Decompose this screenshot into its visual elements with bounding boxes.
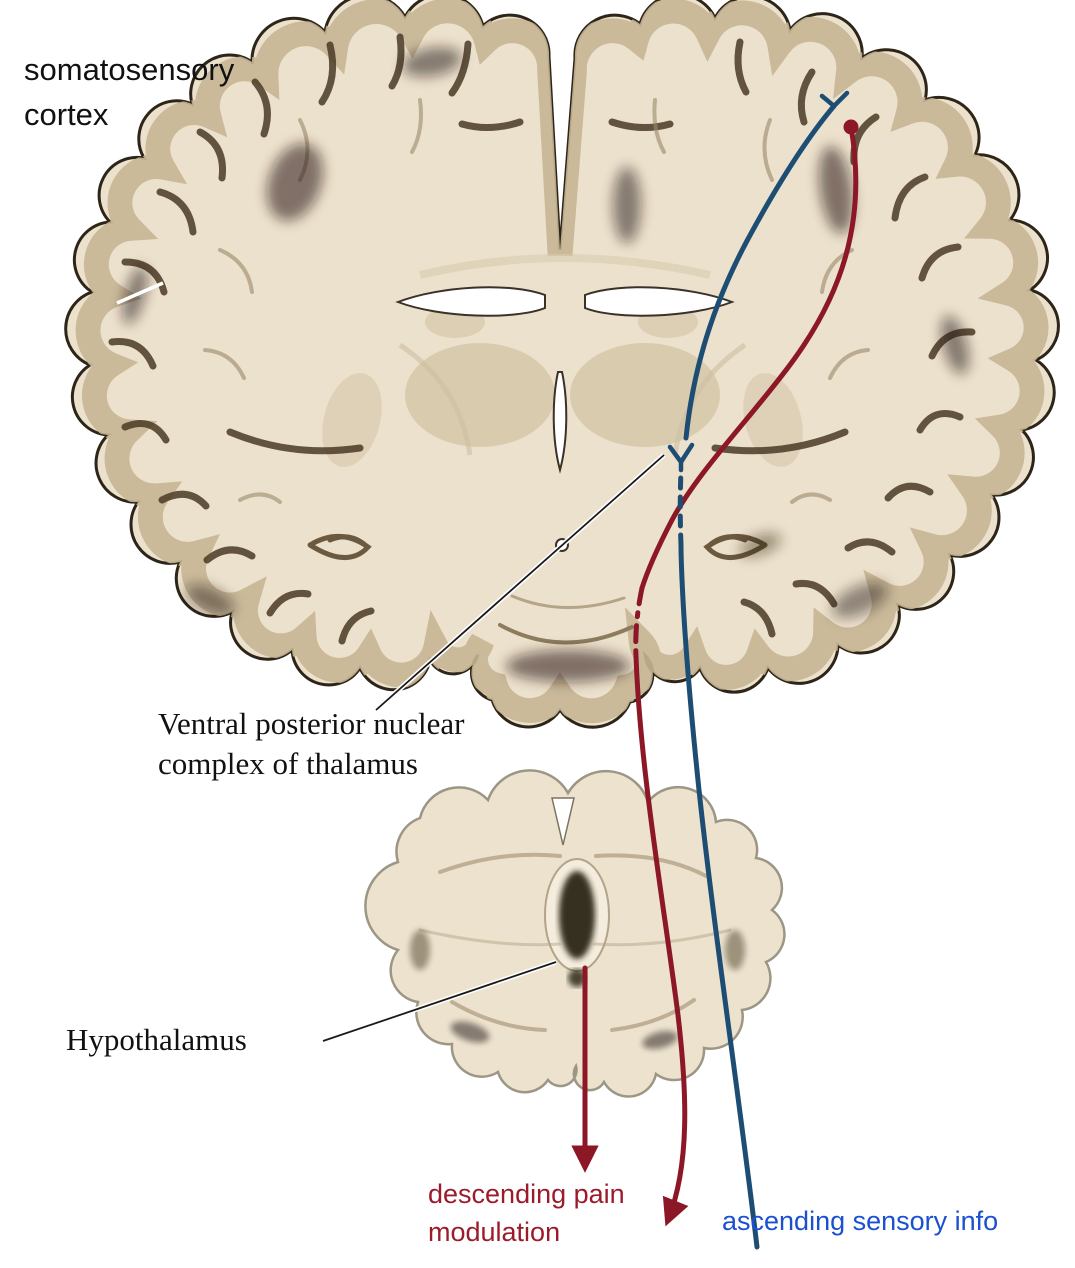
thalamus-label-line2: complex of thalamus <box>158 746 418 782</box>
ascending-sensory-info-label: ascending sensory info <box>722 1206 999 1236</box>
thalamus-label-line1: Ventral posterior nuclear <box>158 706 465 741</box>
brainstem-lines <box>498 594 634 645</box>
descending-pain-modulation-label: descending pain modulation <box>428 1176 625 1252</box>
somatosensory-cortex-label-line2: cortex <box>24 96 109 132</box>
third-ventricle <box>552 371 568 474</box>
lateral-ventricles <box>395 286 735 552</box>
ascending-pathway-line <box>667 90 850 1250</box>
leader-line-hypothalamus <box>322 959 557 1044</box>
infundibulum-spot <box>568 969 586 987</box>
descending-label-line2: modulation <box>428 1216 561 1247</box>
axon-terminal-icon-cortex <box>819 90 850 109</box>
third-ventricle-dark <box>559 871 595 959</box>
sulci-shading <box>122 47 969 682</box>
internal-capsule-lines <box>398 254 747 456</box>
descending-label-line1: descending pain <box>428 1179 625 1209</box>
cortical-cell-body-dot <box>843 119 859 135</box>
hypothalamus-label: Hypothalamus <box>66 1022 247 1057</box>
sulci-lines <box>108 33 976 645</box>
hypothalamus-slice <box>364 769 786 1098</box>
leader-line-thalamus <box>374 453 666 712</box>
axon-terminal-icon-thalamus <box>667 442 695 473</box>
brain-coronal-slice <box>64 0 1060 729</box>
midline-slit <box>551 797 575 846</box>
leader-line-cortex <box>116 281 164 305</box>
somatosensory-cortex-label-line1: somatosensory <box>24 52 235 87</box>
somatosensory-cortex-label: somatosensory cortex <box>24 48 234 138</box>
thalamus-label: Ventral posterior nuclear complex of tha… <box>158 704 464 785</box>
lower-slice-shading <box>410 930 745 1049</box>
descending-pathway-line <box>571 124 859 1227</box>
